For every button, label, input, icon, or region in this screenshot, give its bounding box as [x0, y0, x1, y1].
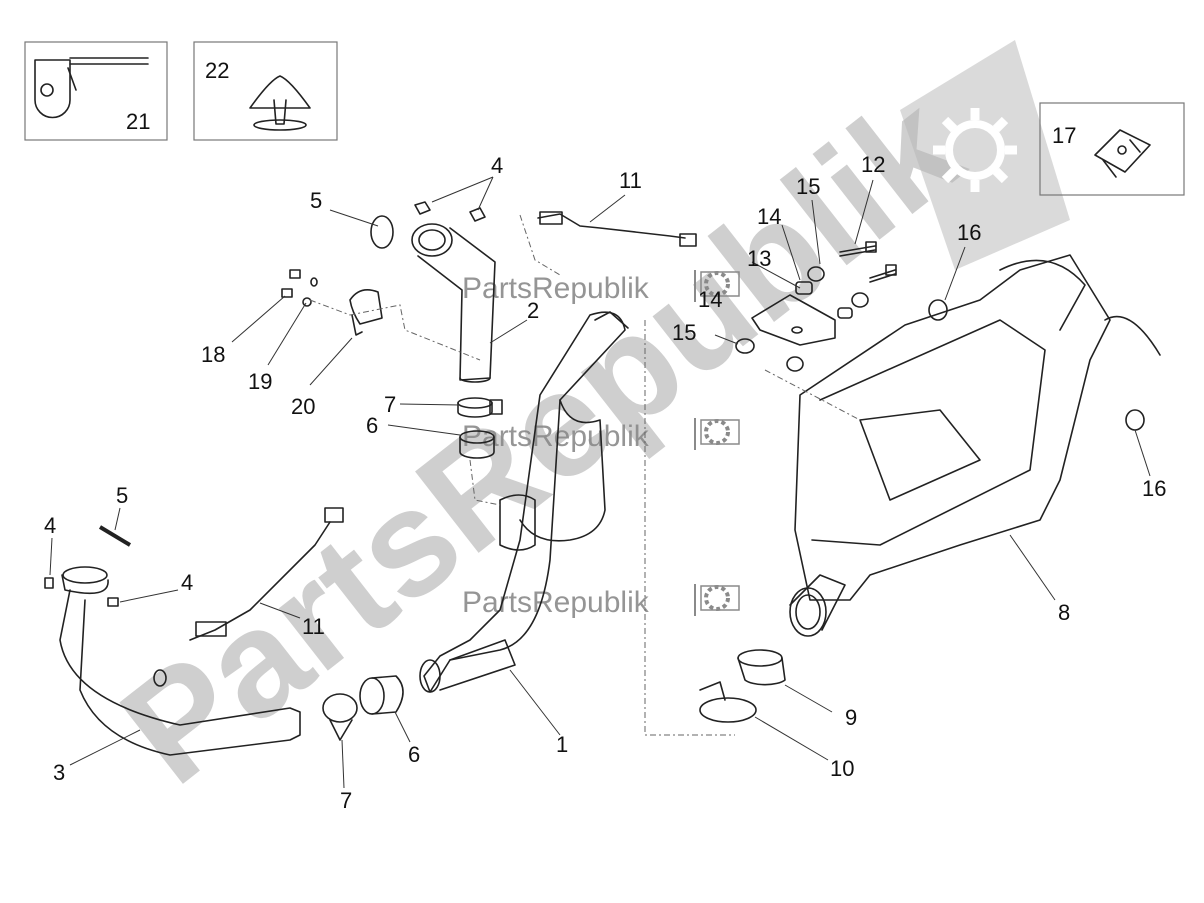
label-15-mid: 15 [672, 320, 696, 345]
label-17: 17 [1052, 123, 1076, 148]
flag-icon [694, 584, 740, 616]
label-5-top: 5 [310, 188, 322, 213]
label-18: 18 [201, 342, 225, 367]
label-16-top: 16 [957, 220, 981, 245]
clamp-7-upper [457, 397, 503, 418]
washers-19 [302, 277, 318, 307]
clamp-10 [699, 681, 757, 723]
clamp-7-lower [322, 693, 358, 741]
heat-shield-20 [349, 289, 383, 336]
label-6-lower: 6 [408, 742, 420, 767]
label-16-bottom: 16 [1142, 476, 1166, 501]
grommet-16-top [928, 299, 948, 321]
label-15-top: 15 [796, 174, 820, 199]
label-4-left: 4 [44, 513, 56, 538]
bracket-13 [751, 294, 836, 346]
leader-lines [49, 176, 1151, 789]
label-2: 2 [527, 298, 539, 323]
label-7-lower: 7 [340, 788, 352, 813]
label-11-bottom: 11 [302, 614, 325, 639]
oxygen-sensor-11-top [537, 211, 697, 247]
label-4-front: 4 [181, 570, 193, 595]
label-14-mid: 14 [698, 287, 722, 312]
sleeve-6-lower [359, 675, 404, 715]
washers-15 [735, 266, 869, 372]
sleeve-9 [737, 649, 786, 686]
watermark-small-text-3: PartsRepublik [462, 586, 650, 619]
label-9: 9 [845, 705, 857, 730]
inset-box-22 [193, 41, 338, 141]
collector-1 [419, 311, 629, 693]
label-12: 12 [861, 152, 885, 177]
label-11-top: 11 [619, 168, 642, 193]
o-ring-5 [370, 215, 394, 249]
screws-18 [281, 269, 301, 298]
label-13: 13 [747, 246, 771, 271]
sleeve-6-upper [459, 430, 495, 459]
bolts-12 [839, 241, 897, 283]
flag-icon [694, 418, 740, 450]
label-22: 22 [205, 58, 229, 83]
watermark-gear-icon [900, 40, 1070, 270]
label-21: 21 [126, 109, 150, 134]
watermark-small-text-2: PartsRepublik [462, 420, 650, 453]
label-1: 1 [556, 732, 568, 757]
label-7-upper: 7 [384, 392, 396, 417]
watermark-small-text-1: PartsRepublik [462, 272, 650, 305]
part-labels: 1 2 3 4 4 4 5 5 6 6 7 7 8 9 10 11 11 12 … [44, 58, 1166, 813]
oxygen-sensor-11-bottom [189, 507, 344, 641]
nuts-4-front [44, 577, 119, 607]
inset-box-21 [24, 41, 168, 141]
nuts-4-top [414, 201, 486, 222]
label-4-top: 4 [491, 153, 503, 178]
label-10: 10 [830, 756, 854, 781]
label-20: 20 [291, 394, 315, 419]
header-pipe-2 [411, 223, 496, 383]
spacers-14 [795, 281, 853, 319]
flag-icon [694, 270, 740, 302]
label-19: 19 [248, 369, 272, 394]
watermark-small-3: PartsRepublik [462, 584, 740, 619]
gasket-5-front [98, 525, 132, 547]
label-8: 8 [1058, 600, 1070, 625]
label-5-front: 5 [116, 483, 128, 508]
label-3: 3 [53, 760, 65, 785]
label-6-upper: 6 [366, 413, 378, 438]
muffler-8 [789, 254, 1161, 637]
front-header-3 [59, 566, 301, 756]
grommet-16-bottom [1125, 409, 1145, 431]
inset-box-17 [1039, 102, 1185, 196]
label-14-top: 14 [757, 204, 781, 229]
assembly-lines [309, 214, 861, 736]
